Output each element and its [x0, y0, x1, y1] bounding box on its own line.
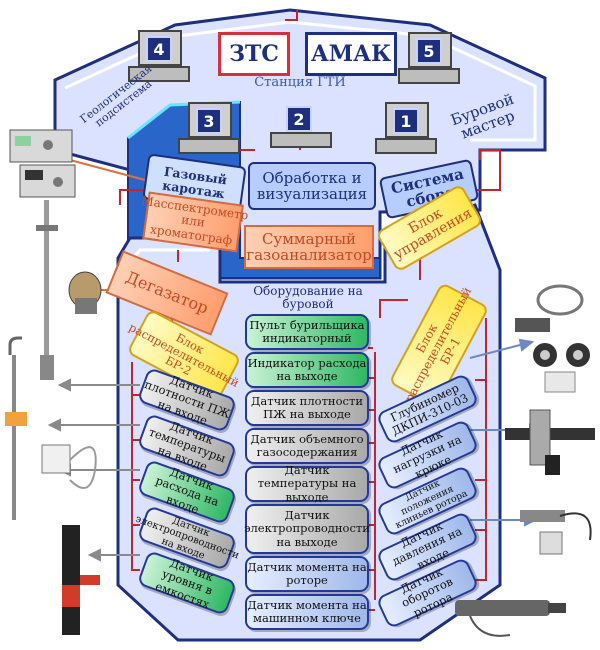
equipment-label: Оборудование на буровой: [253, 283, 363, 311]
device-hook-icon: [5, 336, 27, 520]
orange-link: [69, 159, 146, 181]
device-torque-sensor-icon: [455, 600, 566, 637]
center-conductivity-out: Датчик электропроводности на выходе: [244, 504, 370, 554]
tag-zts: ЗТС: [218, 32, 290, 76]
tag-amak: АМАК: [305, 32, 397, 76]
device-pressure-sensor-icon: [520, 510, 592, 555]
station-label: Станция ГТИ: [254, 74, 346, 90]
center-flow-indicator-out: Индикатор расхода на выходе: [245, 352, 369, 388]
center-gas-content: Датчик объемного газосодержания: [245, 428, 369, 464]
device-level-sensor-icon: [62, 525, 100, 635]
device-hook-load-icon: [505, 409, 595, 475]
computer-3-number: 3: [196, 108, 222, 134]
device-depth-meter-icon: [515, 284, 590, 393]
label-processing: Обработка и визуализация: [248, 162, 376, 210]
device-degasser-rod-icon: [36, 200, 58, 380]
computer-2-icon: [270, 100, 332, 150]
center-density-out: Датчик плотности ПЖ на выходе: [245, 390, 369, 426]
summary-gas-analyzer-box: Суммарный газоанализатор: [244, 225, 374, 269]
device-gas-sensor-icon: [68, 271, 102, 314]
center-temp-out: Датчик температуры на выходе: [245, 464, 369, 503]
center-driller-console: Пульт бурильщика индикаторный: [245, 314, 369, 350]
device-temperature-probe-icon: [41, 444, 97, 489]
device-analyzer-icon: [9, 129, 76, 198]
center-tong-torque: Датчик момента на машинном ключе: [245, 594, 369, 630]
center-rotor-torque: Датчик момента на роторе: [245, 556, 369, 592]
computer-1-number: 1: [393, 108, 419, 134]
computer-4-number: 4: [146, 36, 172, 62]
computer-2-number: 2: [286, 106, 312, 132]
computer-5-number: 5: [416, 38, 442, 64]
